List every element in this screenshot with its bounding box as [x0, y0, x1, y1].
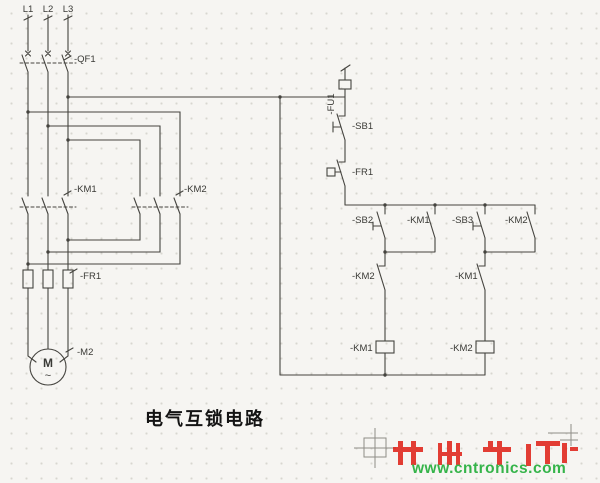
thermal-contact-label: -FR1	[352, 167, 373, 178]
crossover-upper	[27, 111, 181, 197]
phase-label-l1: L1	[23, 4, 34, 15]
interlock-km1-symbol	[476, 251, 486, 291]
component-labels: L1 L2 L3 -QF1 -KM1 -KM2 -FR1 -M2 M ~ -FU…	[23, 4, 528, 382]
fuse-label: -FU1	[326, 93, 337, 114]
circuit-wiring	[19, 14, 536, 386]
stop-button-sb1-symbol	[332, 113, 346, 141]
stop-button-label: -SB1	[352, 121, 373, 132]
power-wiring	[19, 14, 189, 386]
site-watermark: www.cntronics.com	[411, 460, 566, 477]
start-button-sb3-symbol	[472, 204, 486, 239]
coil2-label: -KM2	[450, 343, 473, 354]
interlock-km2-symbol	[376, 251, 386, 291]
coil-km2-symbol	[475, 340, 495, 354]
motor-label: -M2	[77, 347, 93, 358]
crosshair-mark-center	[354, 428, 396, 468]
crosshair-mark-right	[548, 424, 578, 446]
registration-marks	[354, 424, 578, 468]
contactor-km2-symbol	[131, 197, 189, 215]
breaker-label: -QF1	[74, 54, 96, 65]
seal-in-km2-symbol	[526, 204, 536, 239]
label-ticks	[63, 55, 184, 353]
red-watermark-fragment	[393, 441, 578, 466]
phase-label-l3: L3	[63, 4, 74, 15]
thermal-relay-label: -FR1	[80, 271, 101, 282]
fuse-fu1-symbol	[338, 64, 352, 98]
coil-km1-symbol	[375, 340, 395, 354]
motor-symbol	[29, 348, 67, 386]
motor-wave-symbol: ~	[45, 370, 51, 382]
thermal-contact-fr1-symbol	[326, 159, 346, 187]
motor-letter: M	[43, 356, 53, 370]
phase-label-l2: L2	[43, 4, 54, 15]
contactor2-label: -KM2	[184, 184, 207, 195]
junction-dots	[26, 95, 487, 377]
start-button1-label: -SB2	[352, 215, 373, 226]
crossover-lower	[27, 213, 181, 265]
contactor1-label: -KM1	[74, 184, 97, 195]
breaker-qf1-symbol	[19, 50, 77, 73]
interlock2-label: -KM1	[455, 271, 478, 282]
coil1-label: -KM1	[350, 343, 373, 354]
seal-in1-label: -KM1	[407, 215, 430, 226]
seal-in2-label: -KM2	[505, 215, 528, 226]
contactor-km1-symbol	[19, 197, 77, 215]
thermal-relay-fr1-symbol	[22, 269, 74, 289]
diagram-title: 电气互锁电路	[145, 408, 265, 429]
interlock1-label: -KM2	[352, 271, 375, 282]
start-button-sb2-symbol	[372, 204, 386, 239]
start-button2-label: -SB3	[452, 215, 473, 226]
